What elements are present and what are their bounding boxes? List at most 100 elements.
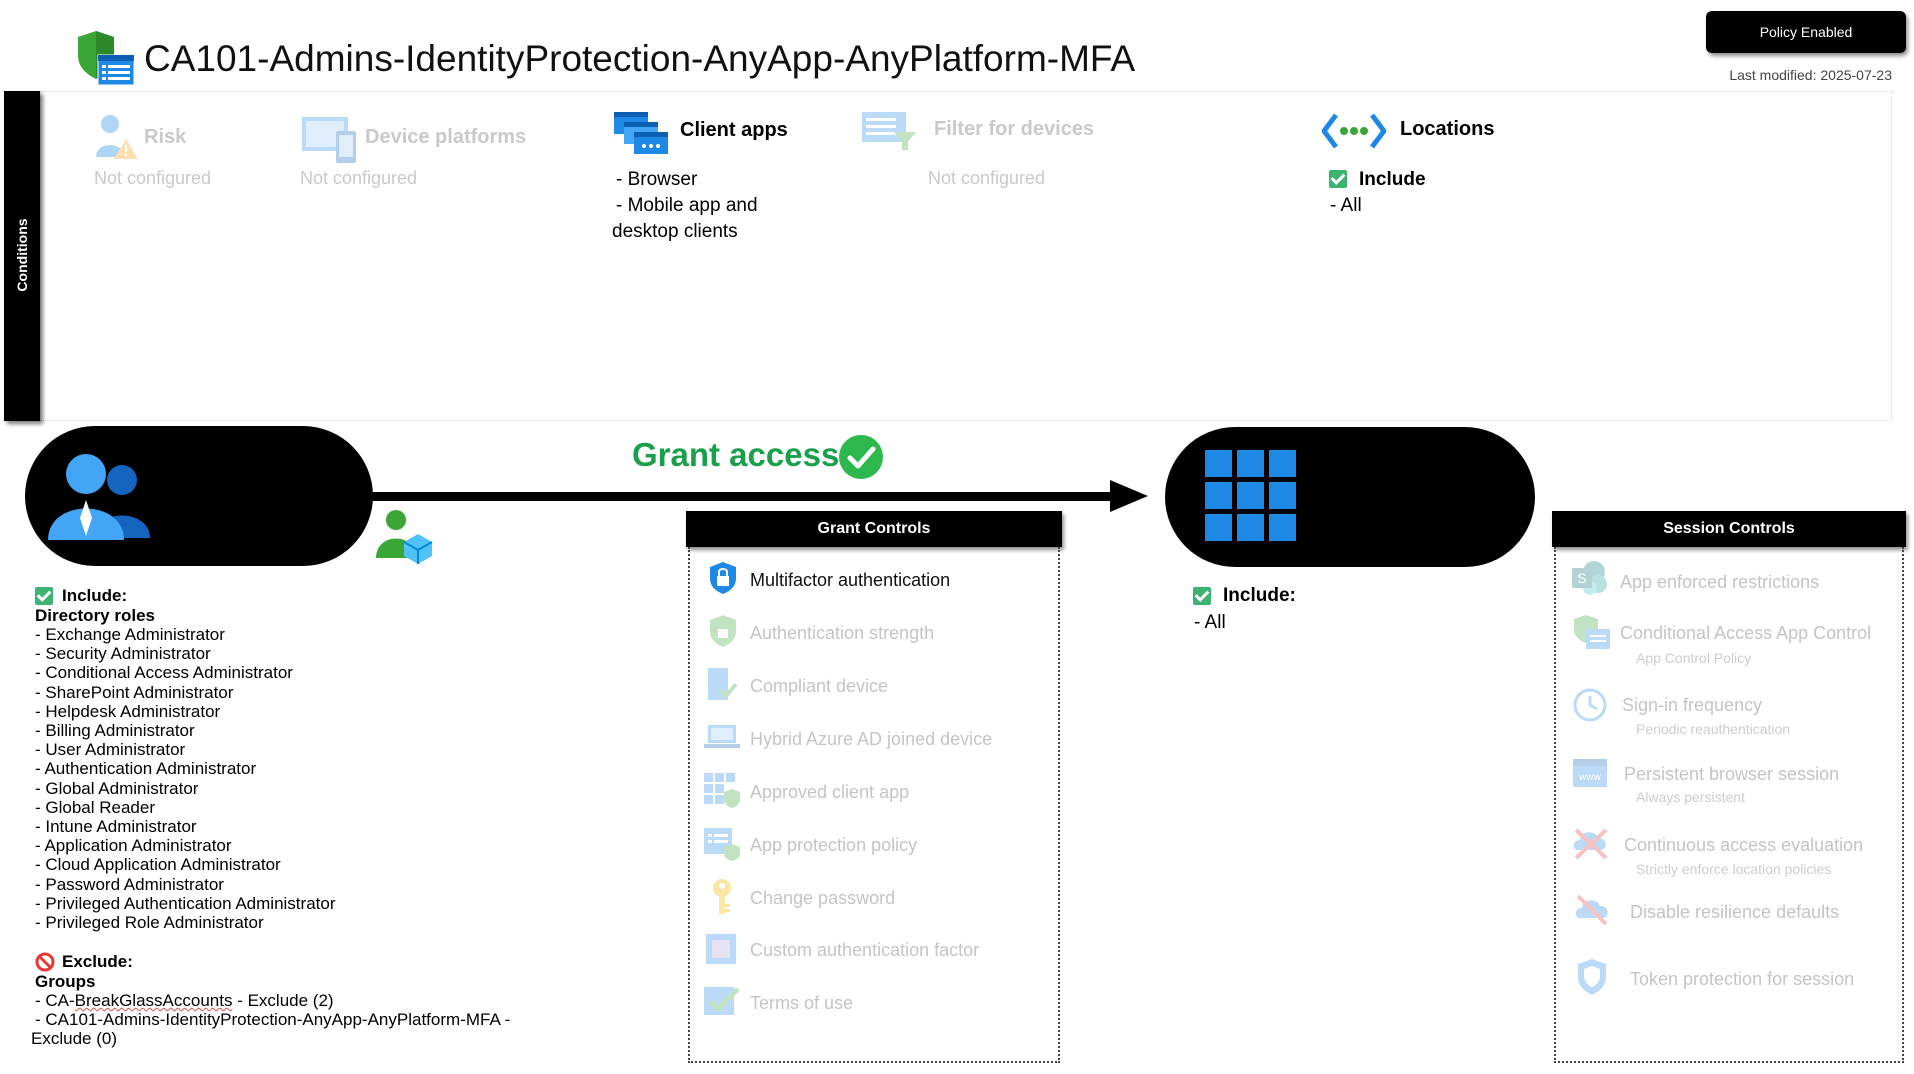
last-modified: Last modified: 2025-07-23 [1729,67,1892,83]
svg-text:S: S [1577,570,1586,586]
grant-access-label: Grant access [632,436,840,473]
laptop-icon [704,723,740,751]
role-item: - Password Administrator [35,874,224,894]
exclude-group-2-line2: Exclude (0) [31,1029,117,1048]
device-platforms-icon [300,113,358,165]
role-item: - Privileged Role Administrator [35,913,264,933]
role-item: - Security Administrator [35,644,211,664]
app-grid-icon [1205,450,1297,542]
token-shield-icon [1576,958,1608,996]
sharepoint-icon: S [1572,560,1608,596]
policy-title: CA101-Admins-IdentityProtection-AnyApp-A… [144,38,1136,79]
apps-include-check-icon [1193,587,1211,607]
users-include-check-icon [35,587,53,607]
session-control-signin-frequency-sub: Periodic reauthentication [1636,721,1791,737]
grant-control-auth-strength: Authentication strength [750,623,935,643]
device-platforms-value: Not configured [300,168,418,188]
key-icon [710,878,734,916]
custom-factor-icon [704,932,738,966]
checkmark-icon [704,985,740,1017]
grant-control-app-protection: App protection policy [750,835,918,855]
client-apps-line2: - Mobile app and [616,195,758,216]
policy-status-button[interactable]: Policy Enabled [1706,11,1906,53]
risk-icon [94,113,138,161]
filter-devices-title: Filter for devices [934,118,1095,140]
role-item: - Intune Administrator [35,817,197,837]
grant-controls-header: Grant Controls [686,511,1062,547]
grant-check-icon [838,434,884,480]
locations-include-check-icon [1329,170,1347,190]
conditions-tab-label: Conditions [14,218,30,292]
groups-header: Groups [35,972,96,991]
role-item: - Helpdesk Administrator [35,701,221,721]
role-item: - Billing Administrator [35,721,195,741]
session-control-persistent-browser: Persistent browser session [1624,764,1840,784]
device-platforms-title: Device platforms [365,126,527,148]
session-control-resilience: Disable resilience defaults [1630,902,1840,922]
grant-control-hybrid: Hybrid Azure AD joined device [750,729,993,749]
app-control-icon [1572,613,1610,649]
role-item: - SharePoint Administrator [35,682,234,702]
policy-shield-icon [74,29,136,87]
locations-include-label: Include [1359,169,1426,190]
session-control-app-control: Conditional Access App Control [1620,623,1872,643]
filter-devices-icon [860,110,918,152]
conditions-tab[interactable] [4,91,40,421]
locations-include-value: - All [1330,195,1362,216]
exclude-icon [35,952,55,972]
app-policy-icon [704,826,740,862]
session-controls-panel [1554,547,1904,1063]
user-group-icon [374,508,434,564]
users-exclude-label: Exclude: [62,952,133,971]
svg-text:www: www [1578,772,1601,783]
session-controls-header: Session Controls [1552,511,1906,547]
session-control-persistent-browser-sub: Always persistent [1636,789,1745,805]
clock-icon [1573,688,1607,722]
resilience-icon [1574,894,1610,926]
apps-include-value: - All [1194,612,1226,633]
role-item: - Authentication Administrator [35,759,257,779]
role-item: - Conditional Access Administrator [35,663,293,683]
grant-arrow [370,476,1150,516]
role-item: - Exchange Administrator [35,625,225,644]
exclude-group-2-line1: - CA101-Admins-IdentityProtection-AnyApp… [35,1010,511,1029]
risk-value: Not configured [94,168,212,188]
role-item: - Global Reader [35,797,156,817]
users-node[interactable] [25,426,373,566]
grant-control-mfa: Multifactor authentication [750,570,951,590]
users-label: Users [175,477,259,510]
session-control-cae: Continuous access evaluation [1624,835,1864,855]
apps-include-label: Include: [1223,585,1296,606]
exclude-group-1: - CA-BreakGlassAccounts - Exclude (2) [35,991,334,1010]
filter-devices-value: Not configured [928,168,1046,188]
mfa-lock-icon [708,561,738,595]
client-apps-line3: desktop clients [612,221,738,242]
grant-control-compliant: Compliant device [750,676,889,696]
grant-control-terms: Terms of use [750,993,854,1013]
role-item: - Cloud Application Administrator [35,855,281,875]
grant-control-change-password: Change password [750,888,896,908]
directory-roles-list: - Exchange Administrator - Security Admi… [35,625,336,932]
role-item: - User Administrator [35,740,186,760]
session-control-signin-frequency: Sign-in frequency [1622,695,1763,715]
shield-lock-icon [708,614,738,648]
locations-title: Locations [1400,118,1495,140]
client-apps-line1: - Browser [616,169,698,190]
session-control-app-enforced: App enforced restrictions [1620,572,1820,592]
directory-roles-header: Directory roles [35,606,155,625]
cae-icon [1572,826,1610,860]
session-control-app-control-sub: App Control Policy [1636,650,1752,666]
users-icon [48,452,152,540]
role-item: - Global Administrator [35,778,199,798]
users-include-label: Include: [62,586,128,605]
grant-controls-panel [688,547,1060,1063]
browser-icon: www [1572,758,1608,788]
role-item: - Application Administrator [35,836,232,856]
session-control-cae-sub: Strictly enforce location policies [1636,861,1832,877]
role-item: - Privileged Authentication Administrato… [35,893,336,913]
risk-title: Risk [144,126,187,148]
compliant-device-icon [706,666,738,702]
client-apps-icon [612,110,670,156]
session-control-token-protection: Token protection for session [1630,969,1855,989]
locations-icon [1321,111,1387,151]
